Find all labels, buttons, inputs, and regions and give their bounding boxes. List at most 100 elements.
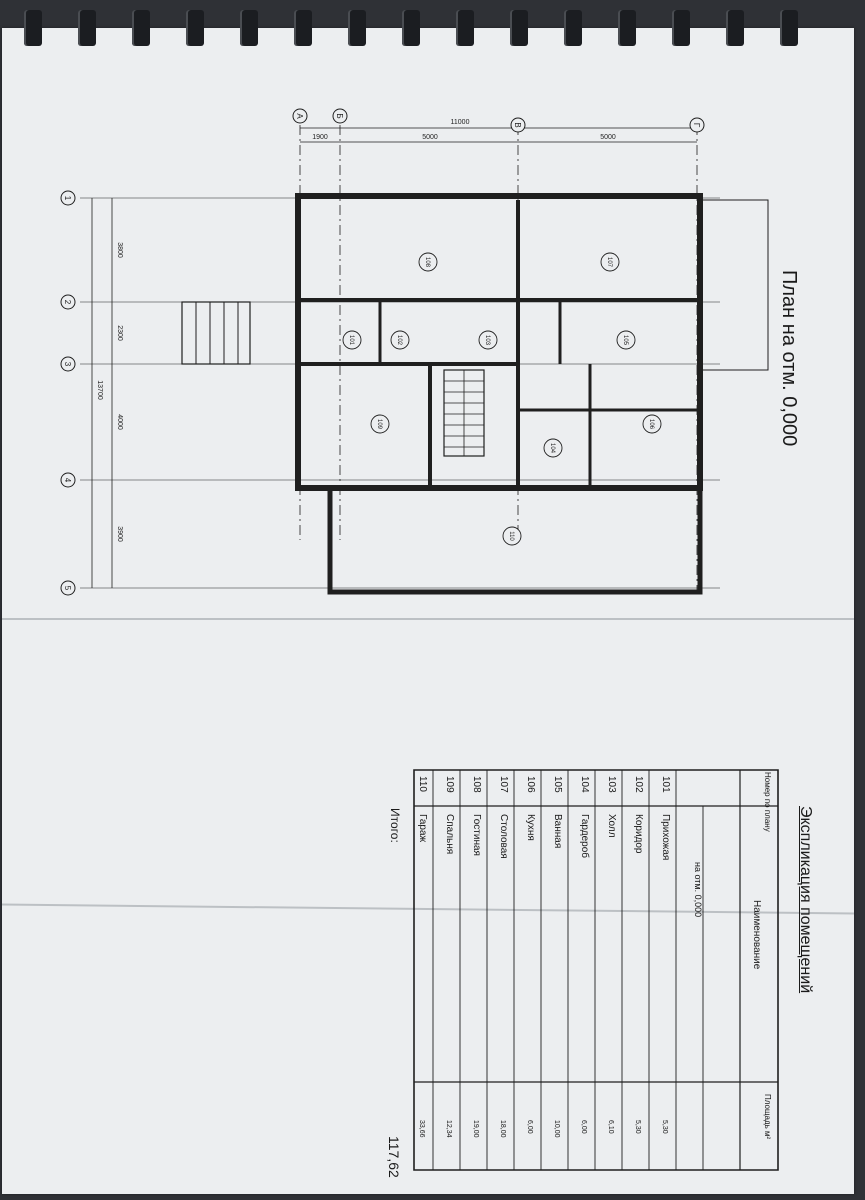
total-value: 117,62 <box>386 1136 402 1178</box>
room-number-101: 101 <box>348 335 354 346</box>
axis-marker-V <box>510 117 526 133</box>
row-name: Спальня <box>444 814 455 855</box>
row-number: 110 <box>417 776 428 792</box>
row-area: 10,00 <box>553 1120 560 1138</box>
room-number-103: 103 <box>484 335 490 346</box>
binder-ring <box>618 10 636 46</box>
room-marker-108 <box>418 252 438 272</box>
row-name: Ванная <box>552 814 563 849</box>
binder-ring <box>780 10 798 46</box>
dim-left-1: 3800 <box>116 242 123 258</box>
row-area: 6,00 <box>580 1120 587 1134</box>
axis-marker-2 <box>60 294 76 310</box>
room-number-107: 107 <box>606 257 612 268</box>
document-sheet <box>2 28 854 1194</box>
row-area: 19,00 <box>472 1120 479 1138</box>
room-number-105: 105 <box>622 335 628 346</box>
row-number: 102 <box>633 776 644 793</box>
dim-left-3: 4000 <box>116 414 123 430</box>
row-area: 12,34 <box>445 1120 452 1138</box>
dim-top-2: 5000 <box>422 134 438 141</box>
binder-ring <box>726 10 744 46</box>
row-number: 106 <box>525 776 536 793</box>
dim-left-4: 3900 <box>116 526 123 542</box>
total-label: Итого: <box>388 808 402 843</box>
row-name: Гостиная <box>471 814 482 856</box>
row-area: 33,66 <box>418 1120 425 1138</box>
axis-marker-3 <box>60 356 76 372</box>
binder-ring <box>78 10 96 46</box>
row-area: 5,30 <box>661 1120 668 1134</box>
binder-ring <box>672 10 690 46</box>
terrace-outline <box>699 199 769 371</box>
dim-top-1: 1900 <box>312 134 328 141</box>
axis-label-G: Г <box>692 123 701 128</box>
header-area: Площадь м² <box>763 1094 772 1140</box>
row-number: 101 <box>660 776 671 793</box>
porch-stairs <box>181 301 251 365</box>
axis-label-5: 5 <box>63 586 72 591</box>
binder-rings <box>0 0 865 48</box>
axis-label-3: 3 <box>63 362 72 367</box>
row-area: 18,00 <box>499 1120 506 1138</box>
explication-title: Экспликация помещений <box>797 806 814 994</box>
row-area: 6,00 <box>526 1120 533 1134</box>
room-marker-103 <box>478 330 498 350</box>
axis-marker-4 <box>60 472 76 488</box>
row-number: 109 <box>444 776 455 793</box>
room-number-109: 109 <box>376 419 382 430</box>
row-number: 103 <box>606 776 617 793</box>
binder-ring <box>402 10 420 46</box>
dim-left-2: 2300 <box>116 325 123 341</box>
row-name: Холл <box>606 814 617 838</box>
axis-label-4: 4 <box>63 478 72 483</box>
axis-label-2: 2 <box>63 300 72 305</box>
room-number-102: 102 <box>396 335 402 346</box>
room-marker-107 <box>600 252 620 272</box>
room-number-104: 104 <box>549 443 555 454</box>
room-marker-109 <box>370 414 390 434</box>
binder-ring <box>24 10 42 46</box>
room-number-110: 110 <box>508 531 514 541</box>
axis-marker-G <box>689 117 705 133</box>
room-number-106: 106 <box>648 419 654 430</box>
room-marker-104 <box>543 438 563 458</box>
row-number: 104 <box>579 776 590 793</box>
row-area: 6,10 <box>607 1120 614 1134</box>
axis-label-1: 1 <box>63 196 72 201</box>
room-marker-106 <box>642 414 662 434</box>
room-number-108: 108 <box>424 257 430 268</box>
row-name: Коридор <box>633 814 644 854</box>
garage-wall <box>327 485 703 595</box>
row-number: 107 <box>498 776 509 793</box>
axis-marker-5 <box>60 580 76 596</box>
paper-fold <box>2 618 854 620</box>
axis-marker-A <box>292 108 308 124</box>
row-area: 5,30 <box>634 1120 641 1134</box>
binder-ring <box>186 10 204 46</box>
binder-ring <box>348 10 366 46</box>
row-name: Кухня <box>525 814 536 841</box>
room-marker-102 <box>390 330 410 350</box>
axis-marker-1 <box>60 190 76 206</box>
axis-marker-B <box>332 108 348 124</box>
floor-plan: А Б В Г 1 2 3 4 5 11000 1900 5000 5000 3… <box>60 108 769 596</box>
binder-ring <box>510 10 528 46</box>
binder-ring <box>294 10 312 46</box>
row-number: 105 <box>552 776 563 793</box>
room-marker-110 <box>502 526 522 546</box>
dim-left-overall: 13700 <box>96 380 103 400</box>
dim-overall: 11000 <box>451 119 470 126</box>
row-number: 108 <box>471 776 482 793</box>
row-name: Гардероб <box>579 814 590 858</box>
level-label: на отм. 0,000 <box>693 862 703 918</box>
row-name: Прихожая <box>660 814 671 861</box>
row-name: Столовая <box>498 814 509 859</box>
room-marker-105 <box>616 330 636 350</box>
axis-label-A: А <box>295 113 304 119</box>
axis-label-B: Б <box>335 113 344 118</box>
binder-ring <box>240 10 258 46</box>
header-name: Наименование <box>751 900 762 970</box>
binder-ring <box>456 10 474 46</box>
